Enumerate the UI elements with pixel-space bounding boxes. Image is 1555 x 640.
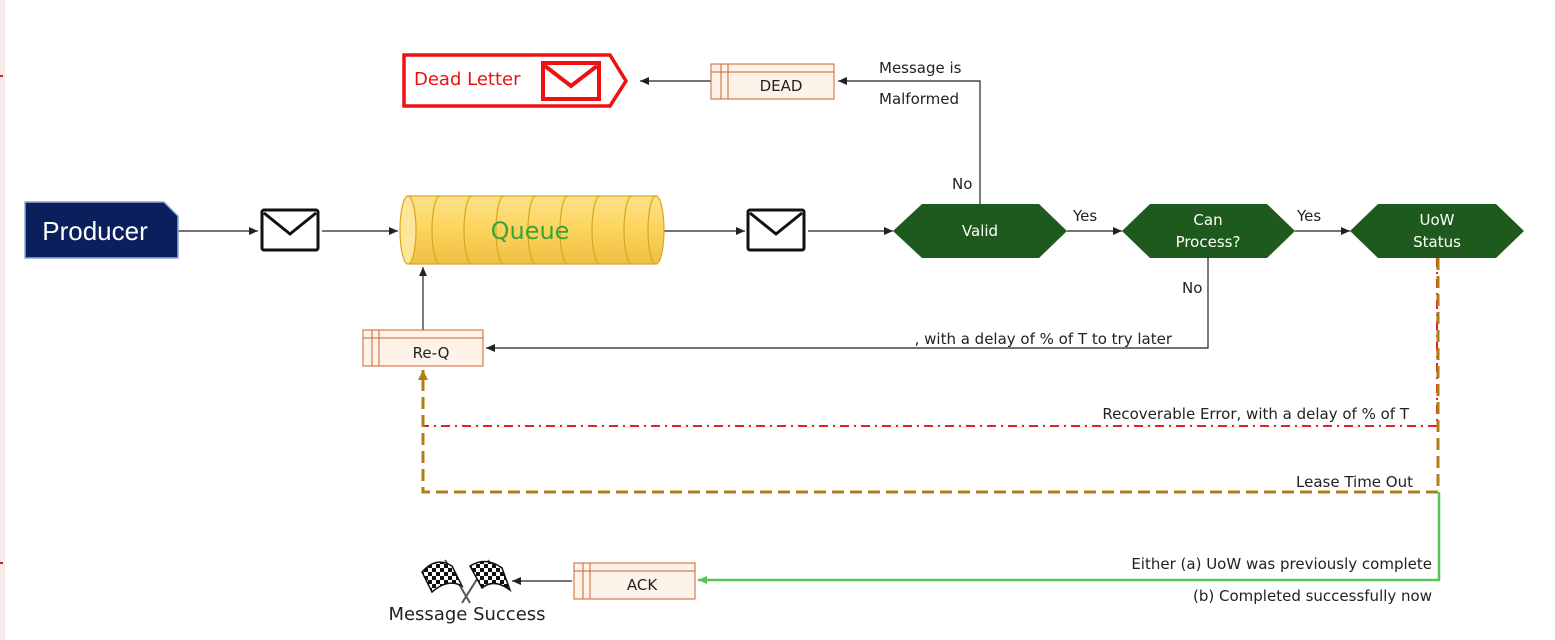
valid-no-label: No	[952, 175, 972, 193]
can-process-label-line2: Process?	[1176, 233, 1241, 251]
either-label-line2: (b) Completed successfully now	[1193, 587, 1432, 605]
edge-lease-timeout	[418, 258, 1440, 494]
ack-box-label: ACK	[627, 576, 658, 594]
left-edge-mark	[0, 562, 3, 564]
dead-box-label: DEAD	[760, 77, 803, 95]
can-process-label-line1: Can	[1193, 211, 1222, 229]
can-process-decision: Can Process?	[1122, 204, 1295, 258]
left-edge-strip	[0, 0, 5, 640]
envelope-icon	[746, 208, 806, 252]
process-no-label: No	[1182, 279, 1202, 297]
dead-letter-node: Dead Letter	[402, 53, 629, 108]
valid-yes-label: Yes	[1072, 207, 1097, 225]
message-success-label: Message Success	[388, 604, 545, 625]
producer-node: Producer	[24, 201, 179, 259]
left-edge-mark	[0, 75, 3, 77]
uow-status-label-line2: Status	[1413, 233, 1461, 251]
reqbox: Re-Q	[362, 329, 484, 367]
producer-label: Producer	[42, 216, 148, 246]
edge-ack	[698, 492, 1441, 584]
reqbox-label: Re-Q	[413, 344, 450, 362]
dead-box: DEAD	[710, 63, 835, 100]
malformed-label-line1: Message is	[879, 59, 962, 77]
malformed-label-line2: Malformed	[879, 90, 959, 108]
valid-label: Valid	[962, 222, 998, 240]
recoverable-error-label: Recoverable Error, with a delay of % of …	[1102, 405, 1409, 423]
uow-status-decision: UoW Status	[1350, 204, 1524, 258]
checkered-flags-icon	[421, 559, 512, 604]
either-label-line1: Either (a) UoW was previously complete	[1131, 555, 1432, 573]
red-envelope-icon	[541, 61, 601, 101]
ack-box: ACK	[573, 562, 696, 600]
valid-decision: Valid	[893, 204, 1067, 258]
uow-status-label-line1: UoW	[1420, 211, 1455, 229]
process-yes-label: Yes	[1296, 207, 1321, 225]
lease-timeout-label: Lease Time Out	[1296, 473, 1413, 491]
queue-node: Queue	[399, 195, 665, 265]
edge-canprocess-reqbox	[486, 258, 1209, 352]
dead-letter-label: Dead Letter	[414, 69, 521, 90]
envelope-icon	[260, 208, 320, 252]
retry-later-label: , with a delay of % of T to try later	[915, 330, 1173, 348]
queue-label: Queue	[491, 217, 570, 245]
edge-valid-dead	[838, 77, 981, 204]
